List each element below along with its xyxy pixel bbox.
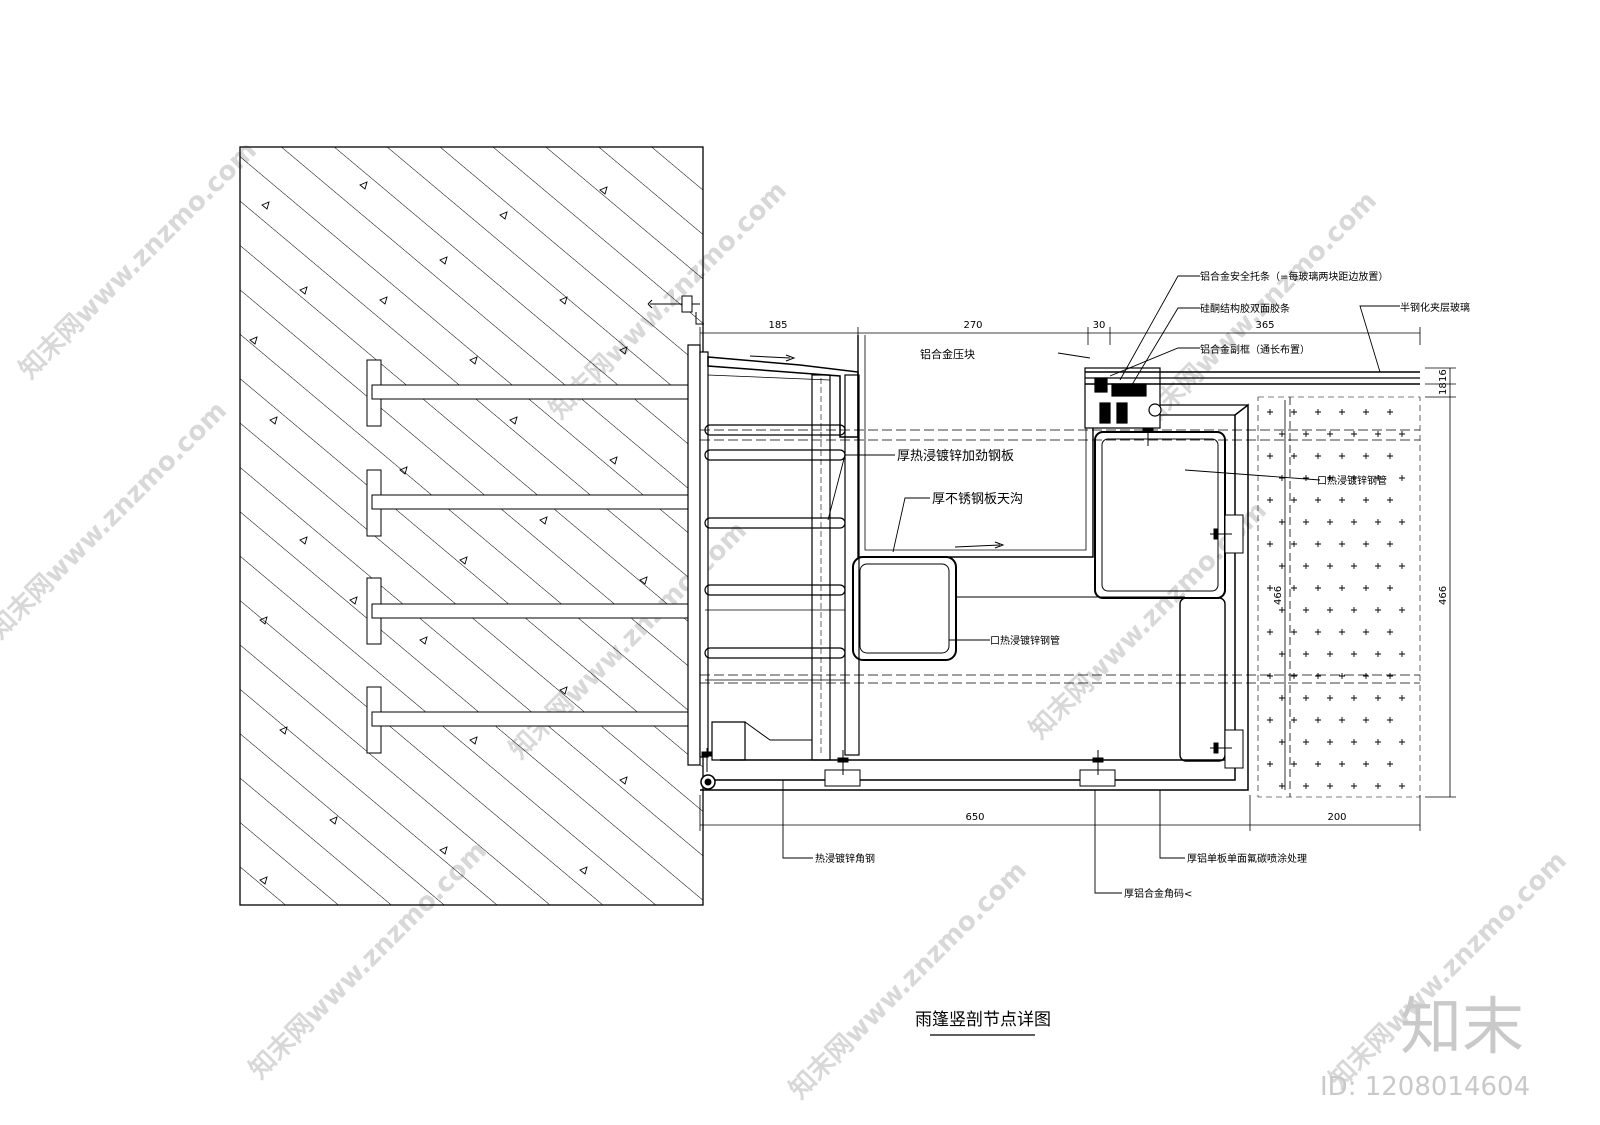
label-gutter: 厚不锈钢板天沟 bbox=[932, 492, 1023, 507]
canopy-frame bbox=[700, 335, 1420, 791]
watermark-4: 知末网www.znzmo.com bbox=[0, 396, 233, 645]
label-safety-strip: 铝合金安全托条（=每玻璃两块距边放置） bbox=[1200, 270, 1388, 283]
sealant-joint bbox=[700, 774, 716, 790]
leader-lines bbox=[782, 275, 1400, 894]
dimension-lines bbox=[699, 327, 1456, 831]
dim-270: 270 bbox=[963, 320, 982, 331]
dim-200: 200 bbox=[1327, 812, 1346, 823]
concrete-wall bbox=[239, 146, 704, 906]
drawing-title: 雨篷竖剖节点详图 bbox=[915, 1010, 1051, 1030]
label-tube-center: 口热浸镀锌钢管 bbox=[990, 634, 1060, 647]
label-angle-steel: 热浸镀锌角钢 bbox=[815, 852, 875, 865]
anchor-bolts bbox=[366, 359, 703, 754]
dim-466-inner: 466 bbox=[1273, 586, 1284, 605]
label-pressure-block: 铝合金压块 bbox=[920, 347, 975, 361]
dim-650: 650 bbox=[965, 812, 984, 823]
dim-18: 18 bbox=[1438, 382, 1449, 395]
aggregate-marks bbox=[249, 181, 648, 885]
glass-fixing bbox=[1084, 367, 1420, 429]
watermark-8: 知末网www.znzmo.com bbox=[784, 856, 1033, 1105]
label-alu-angle: 厚铝合金角码< bbox=[1124, 887, 1192, 900]
label-tube-right: 口热浸镀锌钢管 bbox=[1317, 474, 1387, 487]
watermark-1: 知末网www.znzmo.com bbox=[14, 136, 263, 385]
dim-365: 365 bbox=[1255, 320, 1274, 331]
dim-30: 30 bbox=[1093, 320, 1106, 331]
top-anchor bbox=[647, 295, 704, 325]
dim-16: 16 bbox=[1438, 369, 1449, 382]
label-silicone: 硅酮结构胶双面胶条 bbox=[1200, 302, 1290, 315]
dim-466-outer: 466 bbox=[1438, 586, 1449, 605]
base-plate bbox=[687, 344, 709, 766]
drawing-title-group: 雨篷竖剖节点详图 bbox=[915, 1010, 1051, 1036]
annotations: 铝合金安全托条（=每玻璃两块距边放置） 硅酮结构胶双面胶条 半钢化夹层玻璃 铝合… bbox=[815, 270, 1470, 900]
brand-logo: 知末 bbox=[1400, 990, 1524, 1063]
label-stiffener: 厚热浸镀锌加劲钢板 bbox=[897, 448, 1014, 464]
label-laminated-glass: 半钢化夹层玻璃 bbox=[1400, 301, 1470, 314]
fill-zone bbox=[1257, 396, 1421, 798]
label-subframe: 铝合金副框（通长布置） bbox=[1200, 343, 1310, 356]
brand-watermark: 知末 ID: 1208014604 bbox=[1320, 990, 1530, 1102]
label-alu-panel: 厚铝单板单面氟碳喷涂处理 bbox=[1187, 852, 1307, 865]
dimension-texts: 185 270 30 365 650 200 16 18 466 466 bbox=[768, 320, 1449, 823]
screws bbox=[701, 420, 1232, 775]
image-id: ID: 1208014604 bbox=[1320, 1072, 1530, 1102]
dim-185: 185 bbox=[768, 320, 787, 331]
